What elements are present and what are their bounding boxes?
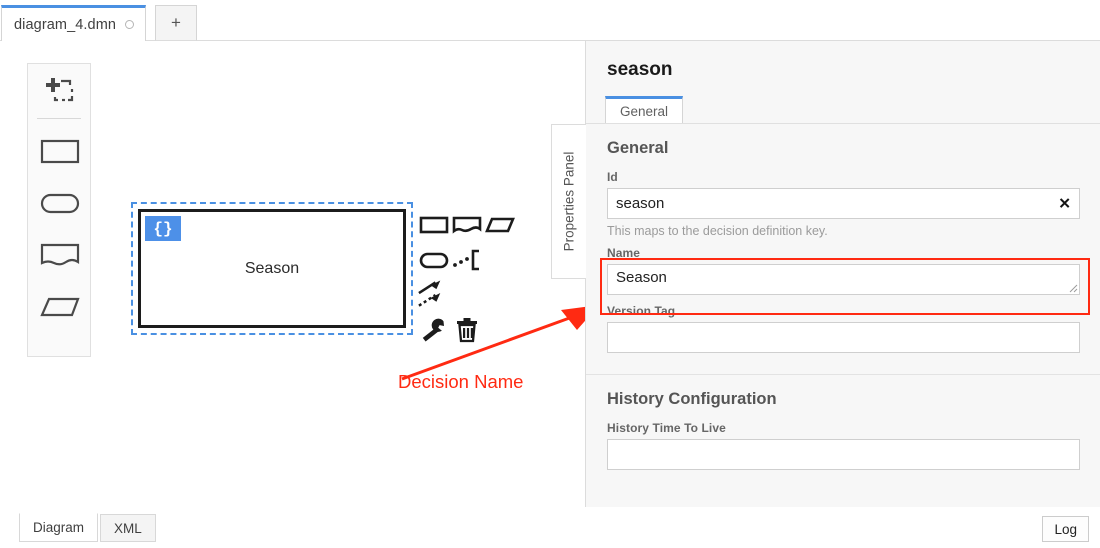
plus-icon: +	[171, 13, 181, 32]
properties-panel: season General General Id ✕ This maps to…	[585, 41, 1100, 507]
input-data-shape-icon	[40, 297, 80, 317]
field-name-label: Name	[607, 246, 641, 260]
properties-panel-toggle-label: Properties Panel	[561, 151, 577, 252]
bottom-bar: Diagram XML Log	[0, 507, 1100, 548]
trash-icon	[456, 317, 477, 342]
version-tag-input[interactable]	[607, 322, 1080, 353]
context-pad-change-element[interactable]	[417, 312, 450, 347]
append-text-annotation-icon	[484, 217, 515, 232]
palette-create-decision[interactable]	[28, 125, 92, 177]
append-knowledge-source-icon	[452, 216, 481, 234]
context-pad	[417, 207, 516, 347]
palette-lasso-tool[interactable]	[28, 64, 92, 116]
append-decision-icon	[419, 216, 448, 233]
lasso-tool-icon	[46, 78, 74, 102]
file-tab-bar: diagram_4.dmn +	[0, 0, 1100, 41]
tab-xml-label: XML	[114, 520, 142, 536]
knowledge-source-shape-icon	[40, 243, 80, 266]
append-input-data-icon	[452, 249, 479, 270]
field-history-time-to-live-label: History Time To Live	[607, 421, 726, 435]
group-history-configuration-title: History Configuration	[607, 390, 777, 408]
new-tab-button[interactable]: +	[155, 5, 197, 41]
context-pad-append-text-annotation[interactable]	[483, 207, 516, 242]
field-name: Name	[607, 246, 1080, 295]
context-pad-connect[interactable]	[417, 277, 450, 312]
properties-panel-title: season	[607, 59, 673, 80]
field-id-hint: This maps to the decision definition key…	[607, 224, 828, 238]
literal-expression-badge: {}	[145, 216, 181, 241]
group-general-title: General	[607, 139, 669, 157]
decision-element-season[interactable]	[138, 209, 406, 328]
tab-xml[interactable]: XML	[100, 514, 156, 542]
palette-create-knowledge-source[interactable]	[28, 229, 92, 281]
palette-create-input-data[interactable]	[28, 281, 92, 333]
context-pad-append-input-data[interactable]	[450, 242, 483, 277]
history-time-to-live-input[interactable]	[607, 439, 1080, 470]
properties-panel-tabs: General	[605, 96, 1100, 124]
decision-shape-icon	[40, 139, 80, 164]
log-button-label: Log	[1054, 521, 1077, 537]
field-history-time-to-live: History Time To Live	[607, 421, 1080, 470]
field-version-tag: Version Tag	[607, 304, 1080, 353]
annotation-arrow-icon	[401, 306, 586, 381]
file-tab-label: diagram_4.dmn	[14, 16, 117, 33]
palette-divider	[37, 118, 81, 119]
palette-create-business-knowledge-model[interactable]	[28, 177, 92, 229]
group-history-configuration: History Configuration History Time To Li…	[586, 374, 1100, 491]
context-pad-row	[417, 312, 516, 347]
dmn-canvas[interactable]: Season {}	[0, 41, 586, 507]
field-history-time-to-live-input-wrap	[607, 439, 1080, 470]
tab-general-label: General	[620, 104, 669, 119]
context-pad-append-business-knowledge-model[interactable]	[417, 242, 450, 277]
tab-diagram[interactable]: Diagram	[19, 513, 99, 542]
context-pad-append-knowledge-source[interactable]	[450, 207, 483, 242]
context-pad-row	[417, 242, 516, 277]
id-input[interactable]	[607, 188, 1080, 219]
group-general: General Id ✕ This maps to the decision d…	[586, 124, 1100, 374]
properties-panel-tab-divider	[586, 123, 1100, 124]
context-pad-remove[interactable]	[450, 312, 483, 347]
connect-icon	[418, 279, 441, 307]
append-business-knowledge-model-icon	[419, 252, 448, 268]
properties-panel-toggle[interactable]: Properties Panel	[551, 124, 586, 279]
wrench-icon	[422, 318, 444, 342]
field-id-input-wrap: ✕	[607, 188, 1080, 219]
properties-panel-body: General Id ✕ This maps to the decision d…	[586, 124, 1100, 507]
tab-bar-divider	[0, 40, 1100, 41]
decision-element-label: Season	[244, 259, 300, 277]
file-tab-diagram-4[interactable]: diagram_4.dmn	[1, 5, 147, 41]
element-palette	[27, 63, 91, 357]
selection-outline	[131, 202, 413, 335]
tab-general[interactable]: General	[605, 96, 684, 124]
annotation-label: Decision Name	[398, 371, 524, 392]
field-id: Id ✕ This maps to the decision definitio…	[607, 170, 1080, 238]
tab-diagram-label: Diagram	[33, 520, 85, 535]
context-pad-append-decision[interactable]	[417, 207, 450, 242]
field-name-input-wrap	[607, 264, 1080, 295]
unsaved-changes-icon	[125, 20, 135, 29]
context-pad-row	[417, 207, 516, 242]
clear-icon[interactable]: ✕	[1058, 195, 1071, 212]
field-version-tag-input-wrap	[607, 322, 1080, 353]
name-input[interactable]	[607, 264, 1080, 295]
field-version-tag-label: Version Tag	[607, 304, 676, 318]
log-button[interactable]: Log	[1042, 516, 1089, 542]
field-id-label: Id	[607, 170, 618, 184]
context-pad-row	[417, 277, 516, 312]
business-knowledge-model-shape-icon	[40, 193, 80, 214]
